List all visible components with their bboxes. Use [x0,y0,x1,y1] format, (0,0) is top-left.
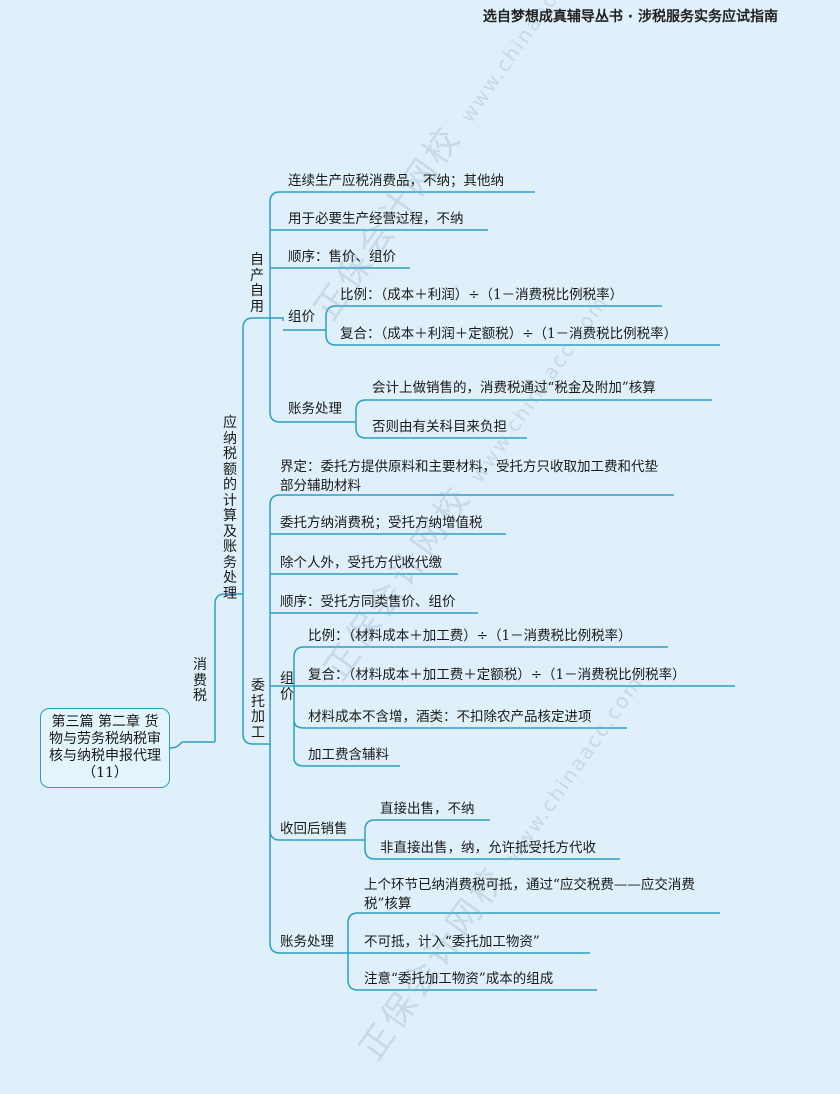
processing-group-item: 材料成本不含增，酒类：不扣除农产品核定进项 [308,709,592,725]
root-node: 第三篇 第二章 货物与劳务税纳税审核与纳税申报代理（11） [40,708,170,788]
processing-group-item: 加工费含辅料 [308,747,389,763]
connector-processing [269,494,674,954]
node-processing: 委托加工 [251,678,265,741]
processing-resale-item: 直接出售，不纳 [380,801,475,817]
processing-accounting: 账务处理 [280,934,334,950]
processing-item: 顺序：受托方同类售价、组价 [280,594,456,610]
connector-proc-group [293,646,735,767]
connector-self-accounting [355,399,712,439]
self-use-group-price: 组价 [288,309,315,325]
self-use-accounting-item: 会计上做销售的，消费税通过“税金及附加”核算 [372,380,656,396]
page-header: 选自梦想成真辅导丛书 · 涉税服务实务应试指南 [482,9,778,25]
processing-item: 界定：委托方提供原料和主要材料，受托方只收取加工费和代垫部分辅助材料 [280,459,658,494]
self-use-item: 顺序：售价、组价 [288,249,396,265]
processing-accounting-item: 不可抵，计入“委托加工物资” [364,934,540,950]
self-use-item: 连续生产应税消费品，不纳；其他纳 [288,173,504,189]
processing-item: 委托方纳消费税；受托方纳增值税 [280,515,483,531]
self-use-ratio: 比例：（成本＋利润）÷（1－消费税比例税率） [340,287,624,303]
self-use-item: 用于必要生产经营过程，不纳 [288,211,464,227]
node-tax-calc-accounting: 应纳税额的计算及账务处理 [223,415,237,602]
processing-accounting-item: 注意“委托加工物资”成本的组成 [364,971,554,987]
connector-proc-resale [364,819,620,860]
connector-level1 [214,593,243,742]
processing-group-item: 比例：（材料成本＋加工费）÷（1－消费税比例税率） [308,628,632,644]
connector-proc-accounting [347,912,720,991]
connector-self-use [269,191,535,423]
node-self-use: 自产自用 [250,252,264,315]
node-consumption-tax: 消费税 [193,657,207,704]
connector-root [169,741,215,749]
self-use-accounting-item: 否则由有关科目来负担 [372,419,507,435]
processing-group-item: 复合：（材料成本＋加工费＋定额税）÷（1－消费税比例税率） [308,667,686,683]
processing-accounting-item: 上个环节已纳消费税可抵，通过“应交税费——应交消费税”核算 [364,877,695,912]
processing-resale: 收回后销售 [280,821,348,837]
connector-level2-spine [242,317,270,745]
processing-resale-item: 非直接出售，纳，允许抵受托方代收 [380,840,596,856]
processing-group-price: 组价 [280,671,294,703]
connector-self-group [325,305,720,346]
processing-item: 除个人外，受托方代收代缴 [280,555,442,571]
self-use-accounting: 账务处理 [288,401,342,417]
self-use-compound: 复合：（成本＋利润＋定额税）÷（1－消费税比例税率） [340,326,678,342]
